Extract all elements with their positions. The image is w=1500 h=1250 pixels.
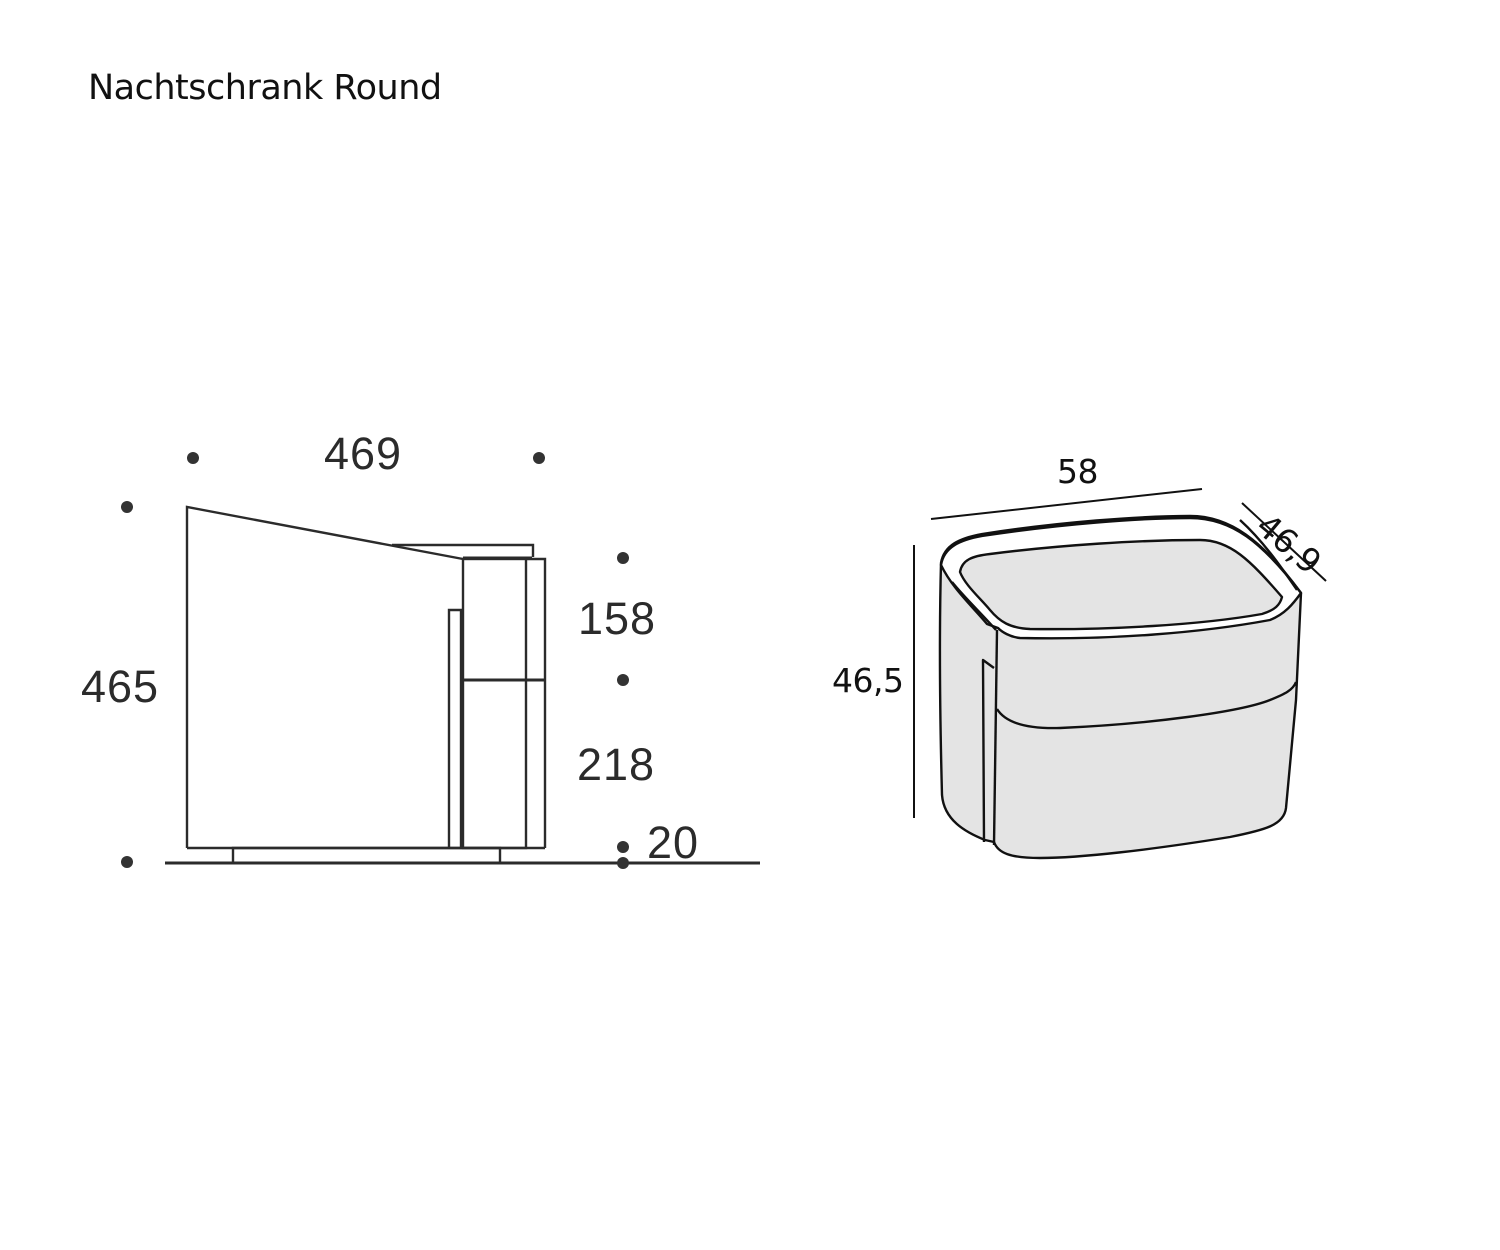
drawer-face (526, 557, 547, 848)
dot-plinth-bottom (617, 857, 629, 869)
frame-left-edge (951, 581, 997, 631)
dot-height-top (121, 501, 133, 513)
side-drawer-top-label: 158 (578, 593, 657, 644)
drawer-block (461, 557, 528, 850)
drawer-divider-curve (995, 681, 1298, 730)
plinth (231, 846, 502, 863)
body-outline (185, 505, 464, 848)
dot-width-right (533, 452, 545, 464)
front-left-edge (992, 629, 999, 846)
dot-height-bottom (121, 856, 133, 868)
page-title: Nachtschrank Round (88, 68, 442, 108)
side-view-drawing (165, 505, 760, 865)
dot-drawer-top (617, 552, 629, 564)
dot-plinth-top (617, 841, 629, 853)
side-width-label: 469 (324, 428, 403, 479)
dot-drawer-middle (617, 674, 629, 686)
frame-right-edge (1239, 519, 1298, 591)
top-surface (958, 538, 1284, 631)
side-height-label: 465 (81, 661, 160, 712)
side-plinth-label: 20 (647, 817, 700, 868)
side-view-dimension-dots (121, 452, 629, 869)
side-drawer-bottom-label: 218 (577, 739, 656, 790)
side-slit (981, 658, 995, 843)
top-lid (392, 543, 535, 557)
width-dimension-line (930, 488, 1203, 520)
dot-width-left (187, 452, 199, 464)
perspective-dimension-lines (913, 488, 1327, 818)
perspective-height-label: 46,5 (832, 661, 904, 700)
perspective-view-drawing (938, 514, 1303, 860)
depth-dimension-line (1241, 502, 1327, 582)
perspective-width-label: 58 (1057, 452, 1099, 491)
side-panel-slit (447, 608, 463, 848)
